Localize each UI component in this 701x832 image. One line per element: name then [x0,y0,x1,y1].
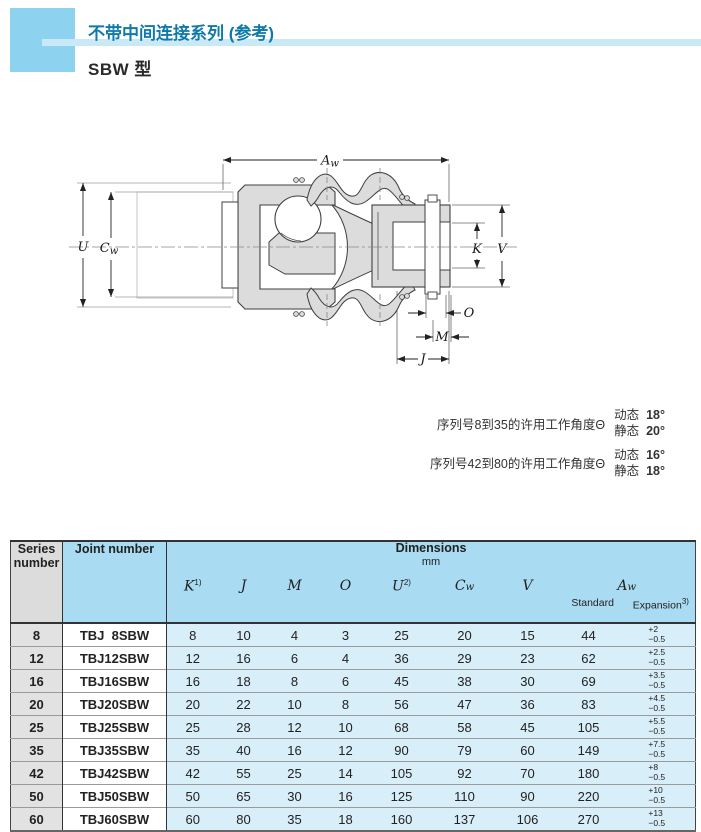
boot-clamp-beads [293,177,410,317]
dim-label-u: U [78,240,90,255]
center-lines [69,168,517,326]
col-header-cw: Cw [432,570,497,623]
page-title: 不带中间连接系列 (参考) [88,24,275,43]
dim-label-m: M [434,330,449,345]
col-header-dimensions: Dimensions mm [166,541,696,570]
joint-cross-section-diagram: Aw U Cw K V O M J [69,154,517,367]
extension-lines [77,182,233,308]
dim-label-aw: Aw [320,154,339,170]
col-header-joint: Joint number [62,541,167,623]
yoke-end-cap [221,201,239,289]
col-header-aw-group: Aw Standard Expansion3) [558,570,696,623]
joint-ball [274,195,322,243]
dim-label-cw: Cw [100,241,119,257]
hub-bore [392,221,451,271]
col-header-o: O [320,570,371,623]
clamp-tab-top [427,194,438,203]
dim-label-j: J [417,352,426,367]
col-header-m: M [268,570,321,623]
col-header-j: J [218,570,269,623]
phantom-shaft-outline [136,191,234,299]
col-header-u: U2) [370,570,433,623]
dimension-lines [79,156,506,363]
col-header-k: K1) [166,570,219,623]
dim-label-v: V [497,242,508,257]
ball-stud-tongue [268,232,336,275]
model-title: SBW 型 [88,60,152,79]
col-header-expansion: Expansion3) [632,597,689,612]
dim-label-k: K [471,242,483,257]
dim-label-o: O [464,306,475,321]
clamp-tab-bottom [427,291,438,300]
col-header-standard: Standard [571,597,614,609]
header-accent-line [42,39,701,46]
col-header-v: V [496,570,559,623]
